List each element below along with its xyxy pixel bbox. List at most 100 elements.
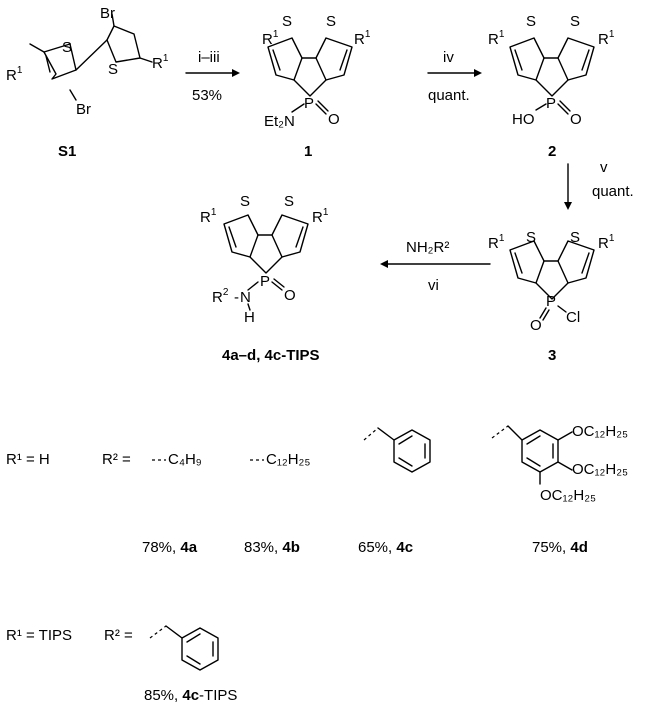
c3-po-bond xyxy=(539,307,550,321)
c1-pn-bond xyxy=(291,103,305,113)
s1-r-left: R1 xyxy=(6,65,23,84)
c4-label: 4a–d, 4c-TIPS xyxy=(222,347,320,364)
c3-pcl-bond xyxy=(557,305,567,313)
c3-r-right: R1 xyxy=(598,233,615,252)
s1-r-right: R1 xyxy=(152,53,169,72)
compound-s1: Br Br S S R1 R1 S1 xyxy=(6,5,169,160)
arrow-4: NH₂R² vi xyxy=(380,239,491,294)
arrow-1: i–iii 53% xyxy=(185,49,240,104)
c4-core xyxy=(223,214,309,274)
c1-r-right: R1 xyxy=(354,29,371,48)
c3-o: O xyxy=(530,317,542,334)
c3-s-right: S xyxy=(570,229,580,246)
c4-s-left: S xyxy=(240,193,250,210)
c1-s-left: S xyxy=(282,13,292,30)
s1-label: S1 xyxy=(58,143,76,160)
benzyl-tips-attach-dash xyxy=(149,625,167,639)
c2-r-right: R1 xyxy=(598,29,615,48)
s1-br-bottom-bond xyxy=(69,89,77,101)
trisalkoxy-attach-dash xyxy=(491,425,509,439)
compound-1: R1 R1 S S P O Et₂N 1 xyxy=(262,13,371,160)
c2-po-bond xyxy=(557,100,571,115)
c3-cl: Cl xyxy=(566,309,580,326)
c4-s-right: S xyxy=(284,193,294,210)
yield-4b: 83%, 4b xyxy=(244,539,300,556)
c1-center-bond xyxy=(293,57,327,81)
c1-core xyxy=(267,37,353,97)
arrow-3-head xyxy=(564,202,572,210)
c2-core xyxy=(509,37,595,97)
arrow-4-head xyxy=(380,260,388,268)
compound-2: R1 R1 S S P O HO 2 xyxy=(488,13,615,160)
row1-r1: R¹ = H xyxy=(6,451,50,468)
trisalkoxy-ring-double xyxy=(526,435,554,467)
oc-group-2: OC₁₂H₂₅ xyxy=(572,461,628,478)
c1-po-bond xyxy=(315,100,329,115)
benzyl-ch2-bond xyxy=(377,427,395,441)
group-dodecyl: C₁₂H₂₅ xyxy=(266,451,310,468)
c4-center-bond xyxy=(249,234,283,258)
c4-pn-bond xyxy=(247,281,259,291)
c4-h: H xyxy=(244,309,255,326)
c2-s-left: S xyxy=(526,13,536,30)
s1-r-left-bond xyxy=(29,43,45,53)
yield-4c: 65%, 4c xyxy=(358,539,413,556)
arrow-4-top: NH₂R² xyxy=(406,239,449,256)
arrow-2-bottom: quant. xyxy=(428,87,470,104)
c3-double-right xyxy=(581,252,590,274)
s1-left-ring-double xyxy=(45,55,51,73)
s1-br-top: Br xyxy=(100,5,115,22)
c3-r-left: R1 xyxy=(488,233,505,252)
c1-p: P xyxy=(304,95,314,112)
arrow-1-top: i–iii xyxy=(198,49,220,66)
yield-4a: 78%, 4a xyxy=(142,539,198,556)
row2-r2-label: R² = xyxy=(104,627,133,644)
c1-r-left: R1 xyxy=(262,29,279,48)
oc-group-1: OC₁₂H₂₅ xyxy=(572,423,628,440)
c3-core xyxy=(509,240,595,300)
c4-double-right xyxy=(295,226,304,248)
arrow-1-head xyxy=(232,69,240,77)
arrow-4-bottom: vi xyxy=(428,277,439,294)
c4-r-left: R1 xyxy=(200,207,217,226)
benzyl-attach-dash xyxy=(363,427,379,441)
arrow-2: iv quant. xyxy=(427,49,482,104)
c1-double-left xyxy=(272,49,281,71)
c2-o: O xyxy=(570,111,582,128)
row1-r2-label: R² = xyxy=(102,451,131,468)
substituent-row-1: R¹ = H R² = C₄H₉ C₁₂H₂₅ OC₁₂H₂₅ OC₁₂H₂₅ … xyxy=(6,423,628,556)
c2-s-right: S xyxy=(570,13,580,30)
c2-label: 2 xyxy=(548,143,556,160)
c3-center-bond xyxy=(535,260,569,284)
c2-double-left xyxy=(514,49,523,71)
c2-poh-bond xyxy=(535,103,547,111)
compound-4: R1 R1 S S P O R2 - N H 4a–d, 4c-TIPS xyxy=(200,193,329,364)
c4-double-left xyxy=(228,226,237,248)
s1-s-left: S xyxy=(62,39,72,56)
compound-3: R1 R1 S S P O Cl 3 xyxy=(488,229,615,364)
c1-label: 1 xyxy=(304,143,312,160)
c4-nh-bond xyxy=(247,303,251,311)
arrow-2-head xyxy=(474,69,482,77)
group-benzyl xyxy=(363,427,431,473)
c4-dash: - xyxy=(234,289,239,306)
c2-p: P xyxy=(546,95,556,112)
substituent-row-2: R¹ = TIPS R² = 85%, 4c-TIPS xyxy=(6,625,237,704)
trisalkoxy-ch2-bond xyxy=(507,425,523,441)
benzyl-tips-ring xyxy=(181,627,219,671)
arrow-3-bottom: quant. xyxy=(592,183,634,200)
s1-right-ring xyxy=(106,25,141,63)
s1-br-top-bond xyxy=(111,13,115,27)
benzyl-tips-ch2-bond xyxy=(165,625,183,639)
c4-r2: R2 xyxy=(212,287,229,306)
c3-p: P xyxy=(546,293,556,310)
s1-s-right: S xyxy=(108,61,118,78)
c1-n-group: Et₂N xyxy=(264,113,295,130)
c2-r-left: R1 xyxy=(488,29,505,48)
c3-double-left xyxy=(514,252,523,274)
c3-label: 3 xyxy=(548,347,556,364)
s1-br-bottom: Br xyxy=(76,101,91,118)
c2-oh: HO xyxy=(512,111,535,128)
arrow-2-top: iv xyxy=(443,49,454,66)
